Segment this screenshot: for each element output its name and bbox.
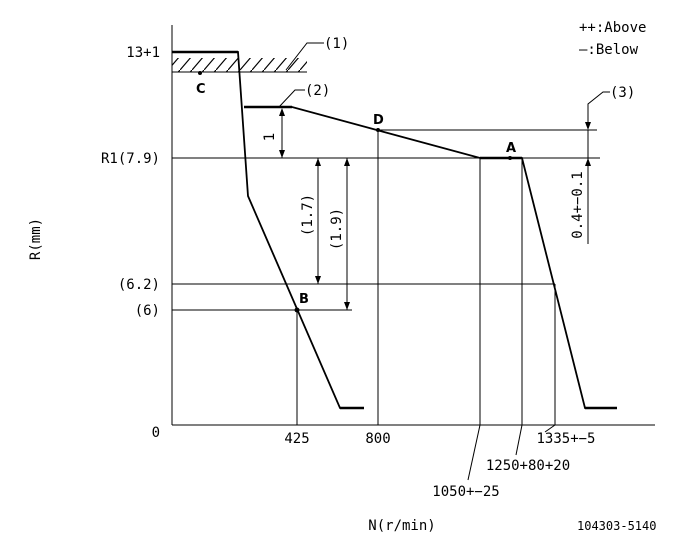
point-b-label: B <box>299 292 309 307</box>
y-tick-13: 13+1 <box>126 45 160 61</box>
dim-1-label: 1 <box>262 133 278 141</box>
dim-1-7-arrow-bottom <box>315 276 321 284</box>
governor-curve-right <box>244 106 617 409</box>
point-d-label: D <box>373 113 384 128</box>
point-c-marker <box>198 71 202 75</box>
x-tick-800: 800 <box>365 431 390 447</box>
dim-0-4-arrow-top <box>585 122 591 130</box>
point-a-marker <box>508 156 512 160</box>
dim-1-arrow-bottom <box>279 150 285 158</box>
y-tick-6-2: (6.2) <box>118 277 160 293</box>
x-tick-1250-leader <box>515 424 523 456</box>
legend-below: —:Below <box>579 42 639 58</box>
x-tick-1335-leader <box>544 424 556 433</box>
dim-1-arrow-top <box>279 108 285 116</box>
dim-0-4-label: 0.4+−0.1 <box>570 171 586 238</box>
y-tick-0: 0 <box>152 425 160 441</box>
dim-0-4-arrow-bottom <box>585 158 591 166</box>
legend-above: ++:Above <box>579 20 646 36</box>
callout-1-leader <box>285 42 324 71</box>
callout-3-leader <box>587 91 610 128</box>
dim-1-9-arrow-bottom <box>344 302 350 310</box>
callout-2: (2) <box>305 83 330 99</box>
y-tick-6: (6) <box>135 303 160 319</box>
point-c-label: C <box>196 82 206 97</box>
x-tick-1050-leader <box>467 424 481 481</box>
dim-1-9-arrow-top <box>344 158 350 166</box>
x-tick-1250: 1250+80+20 <box>486 458 570 474</box>
y-tick-r1: R1(7.9) <box>101 151 160 167</box>
point-b-marker <box>294 307 300 313</box>
x-axis-title: N(r/min) <box>368 518 435 534</box>
point-d-marker <box>376 128 380 132</box>
callout-3: (3) <box>610 85 635 101</box>
x-tick-1335: 1335+−5 <box>536 431 595 447</box>
part-number: 104303-5140 <box>577 519 656 533</box>
dim-1-7-label: (1.7) <box>300 194 316 236</box>
point-a-label: A <box>506 141 516 156</box>
callout-2-leader <box>278 89 305 108</box>
x-tick-425: 425 <box>284 431 309 447</box>
dim-1-7-arrow-top <box>315 158 321 166</box>
y-axis-title: R(mm) <box>28 218 44 260</box>
callout-1: (1) <box>324 36 349 52</box>
x-tick-1050: 1050+−25 <box>432 484 499 500</box>
dim-1-9-label: (1.9) <box>329 208 345 250</box>
